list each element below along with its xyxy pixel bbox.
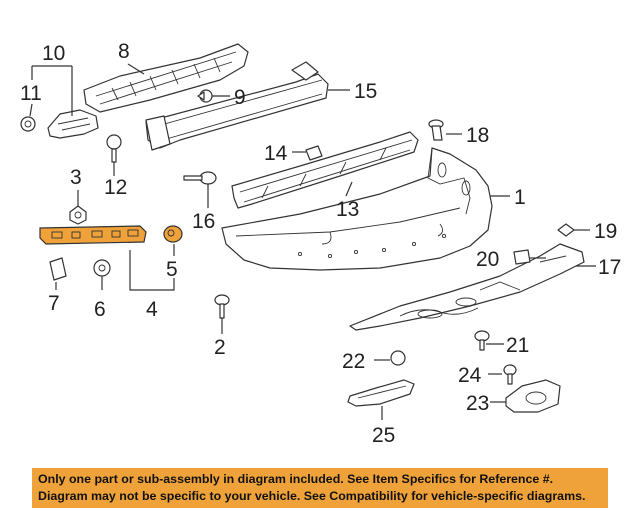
- part-19-clip: [557, 223, 575, 237]
- part-12-bolt: [106, 134, 122, 163]
- callout-20: 20: [476, 248, 499, 271]
- part-9-bolt: [197, 89, 213, 103]
- callout-9: 9: [234, 86, 246, 109]
- part-15-impact-bar: [145, 61, 329, 151]
- part-3-nut: [69, 205, 87, 225]
- callout-2: 2: [214, 336, 226, 359]
- part-18-pin: [428, 119, 444, 141]
- part-14-clip: [305, 145, 323, 161]
- part-25-reflector: [347, 379, 415, 407]
- callout-24: 24: [458, 364, 482, 387]
- notice-line-2: Diagram may not be specific to your vehi…: [38, 489, 586, 503]
- callout-22: 22: [342, 350, 365, 373]
- part-7-clip: [49, 257, 67, 281]
- callout-7: 7: [48, 292, 60, 315]
- callout-23: 23: [466, 392, 489, 415]
- callout-21: 21: [506, 334, 529, 357]
- callout-17: 17: [598, 256, 621, 279]
- part-20-retainer: [513, 249, 531, 265]
- callout-1: 1: [514, 186, 526, 209]
- callout-4: 4: [146, 298, 158, 321]
- callout-25: 25: [372, 424, 395, 447]
- callout-19: 19: [594, 220, 617, 243]
- part-1-bumper-cover: [221, 147, 493, 271]
- part-4-bracket-highlighted: [39, 225, 147, 245]
- part-5-grommet-highlighted: [163, 225, 183, 243]
- part-24-screw: [503, 364, 517, 385]
- leader-lines: [29, 63, 596, 420]
- callout-10: 10: [42, 42, 65, 65]
- callout-8: 8: [118, 40, 130, 63]
- callout-13: 13: [336, 198, 359, 221]
- callout-14: 14: [264, 142, 288, 165]
- notice-line-1: Only one part or sub-assembly in diagram…: [38, 472, 554, 486]
- callout-5: 5: [166, 258, 178, 281]
- part-22-nut: [390, 350, 406, 366]
- part-11-nut: [20, 116, 36, 132]
- part-16-bolt: [183, 171, 217, 185]
- part-10-bracket: [47, 109, 99, 139]
- callout-15: 15: [354, 80, 377, 103]
- notice-banner: Only one part or sub-assembly in diagram…: [32, 468, 608, 508]
- callout-18: 18: [466, 124, 489, 147]
- callout-12: 12: [104, 176, 127, 199]
- part-8-energy-absorber: [83, 43, 249, 113]
- callout-numbers: 10 11 8 9 15 12 3 14 18 1 13 16 19 20 17…: [20, 40, 621, 447]
- part-6-nut: [93, 259, 111, 277]
- part-2-screw: [214, 294, 230, 319]
- part-13-upper-bar: [231, 131, 419, 209]
- callout-3: 3: [70, 166, 82, 189]
- callout-6: 6: [94, 298, 106, 321]
- part-21-screw: [474, 330, 490, 351]
- part-23-bracket: [505, 379, 561, 413]
- part-17-lower-valance: [349, 243, 585, 331]
- callout-11: 11: [20, 82, 42, 105]
- callout-16: 16: [192, 210, 215, 233]
